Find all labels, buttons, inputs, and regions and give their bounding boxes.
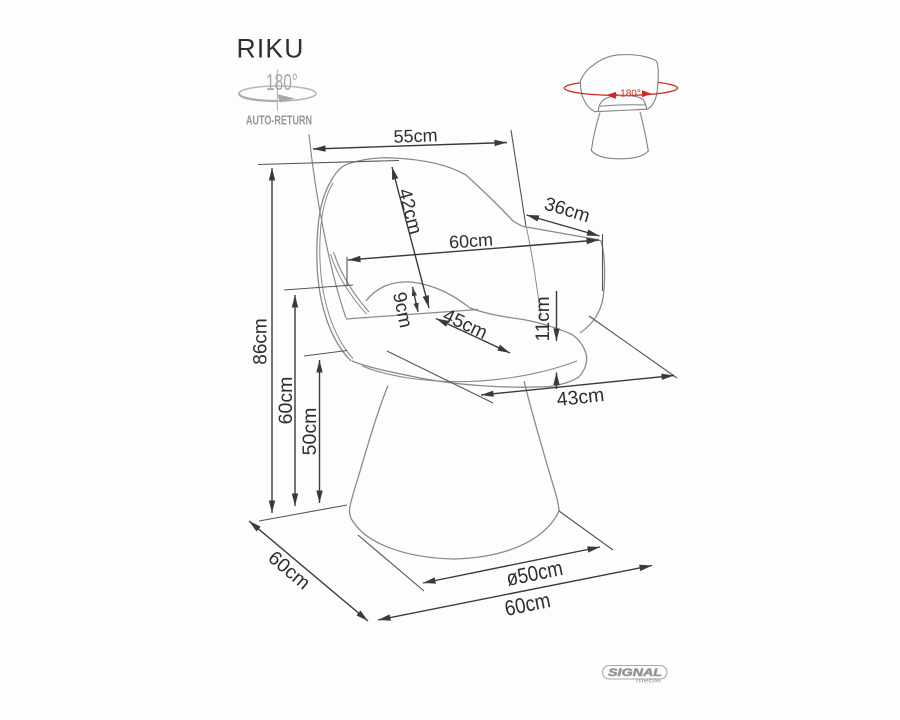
svg-text:SIGNAL: SIGNAL [608,667,662,679]
svg-text:43cm: 43cm [556,384,606,411]
svg-text:60cm: 60cm [448,229,493,252]
svg-text:180°: 180° [620,89,641,100]
svg-text:11cm: 11cm [533,296,554,341]
svg-text:86cm: 86cm [251,318,272,364]
svg-text:meble: meble [636,679,662,685]
svg-text:50cm: 50cm [299,408,321,456]
svg-text:55cm: 55cm [393,125,438,147]
svg-text:180°: 180° [266,69,298,95]
svg-text:AUTO-RETURN: AUTO-RETURN [246,114,312,128]
svg-text:60cm: 60cm [275,377,297,425]
svg-text:RIKU: RIKU [237,33,305,63]
